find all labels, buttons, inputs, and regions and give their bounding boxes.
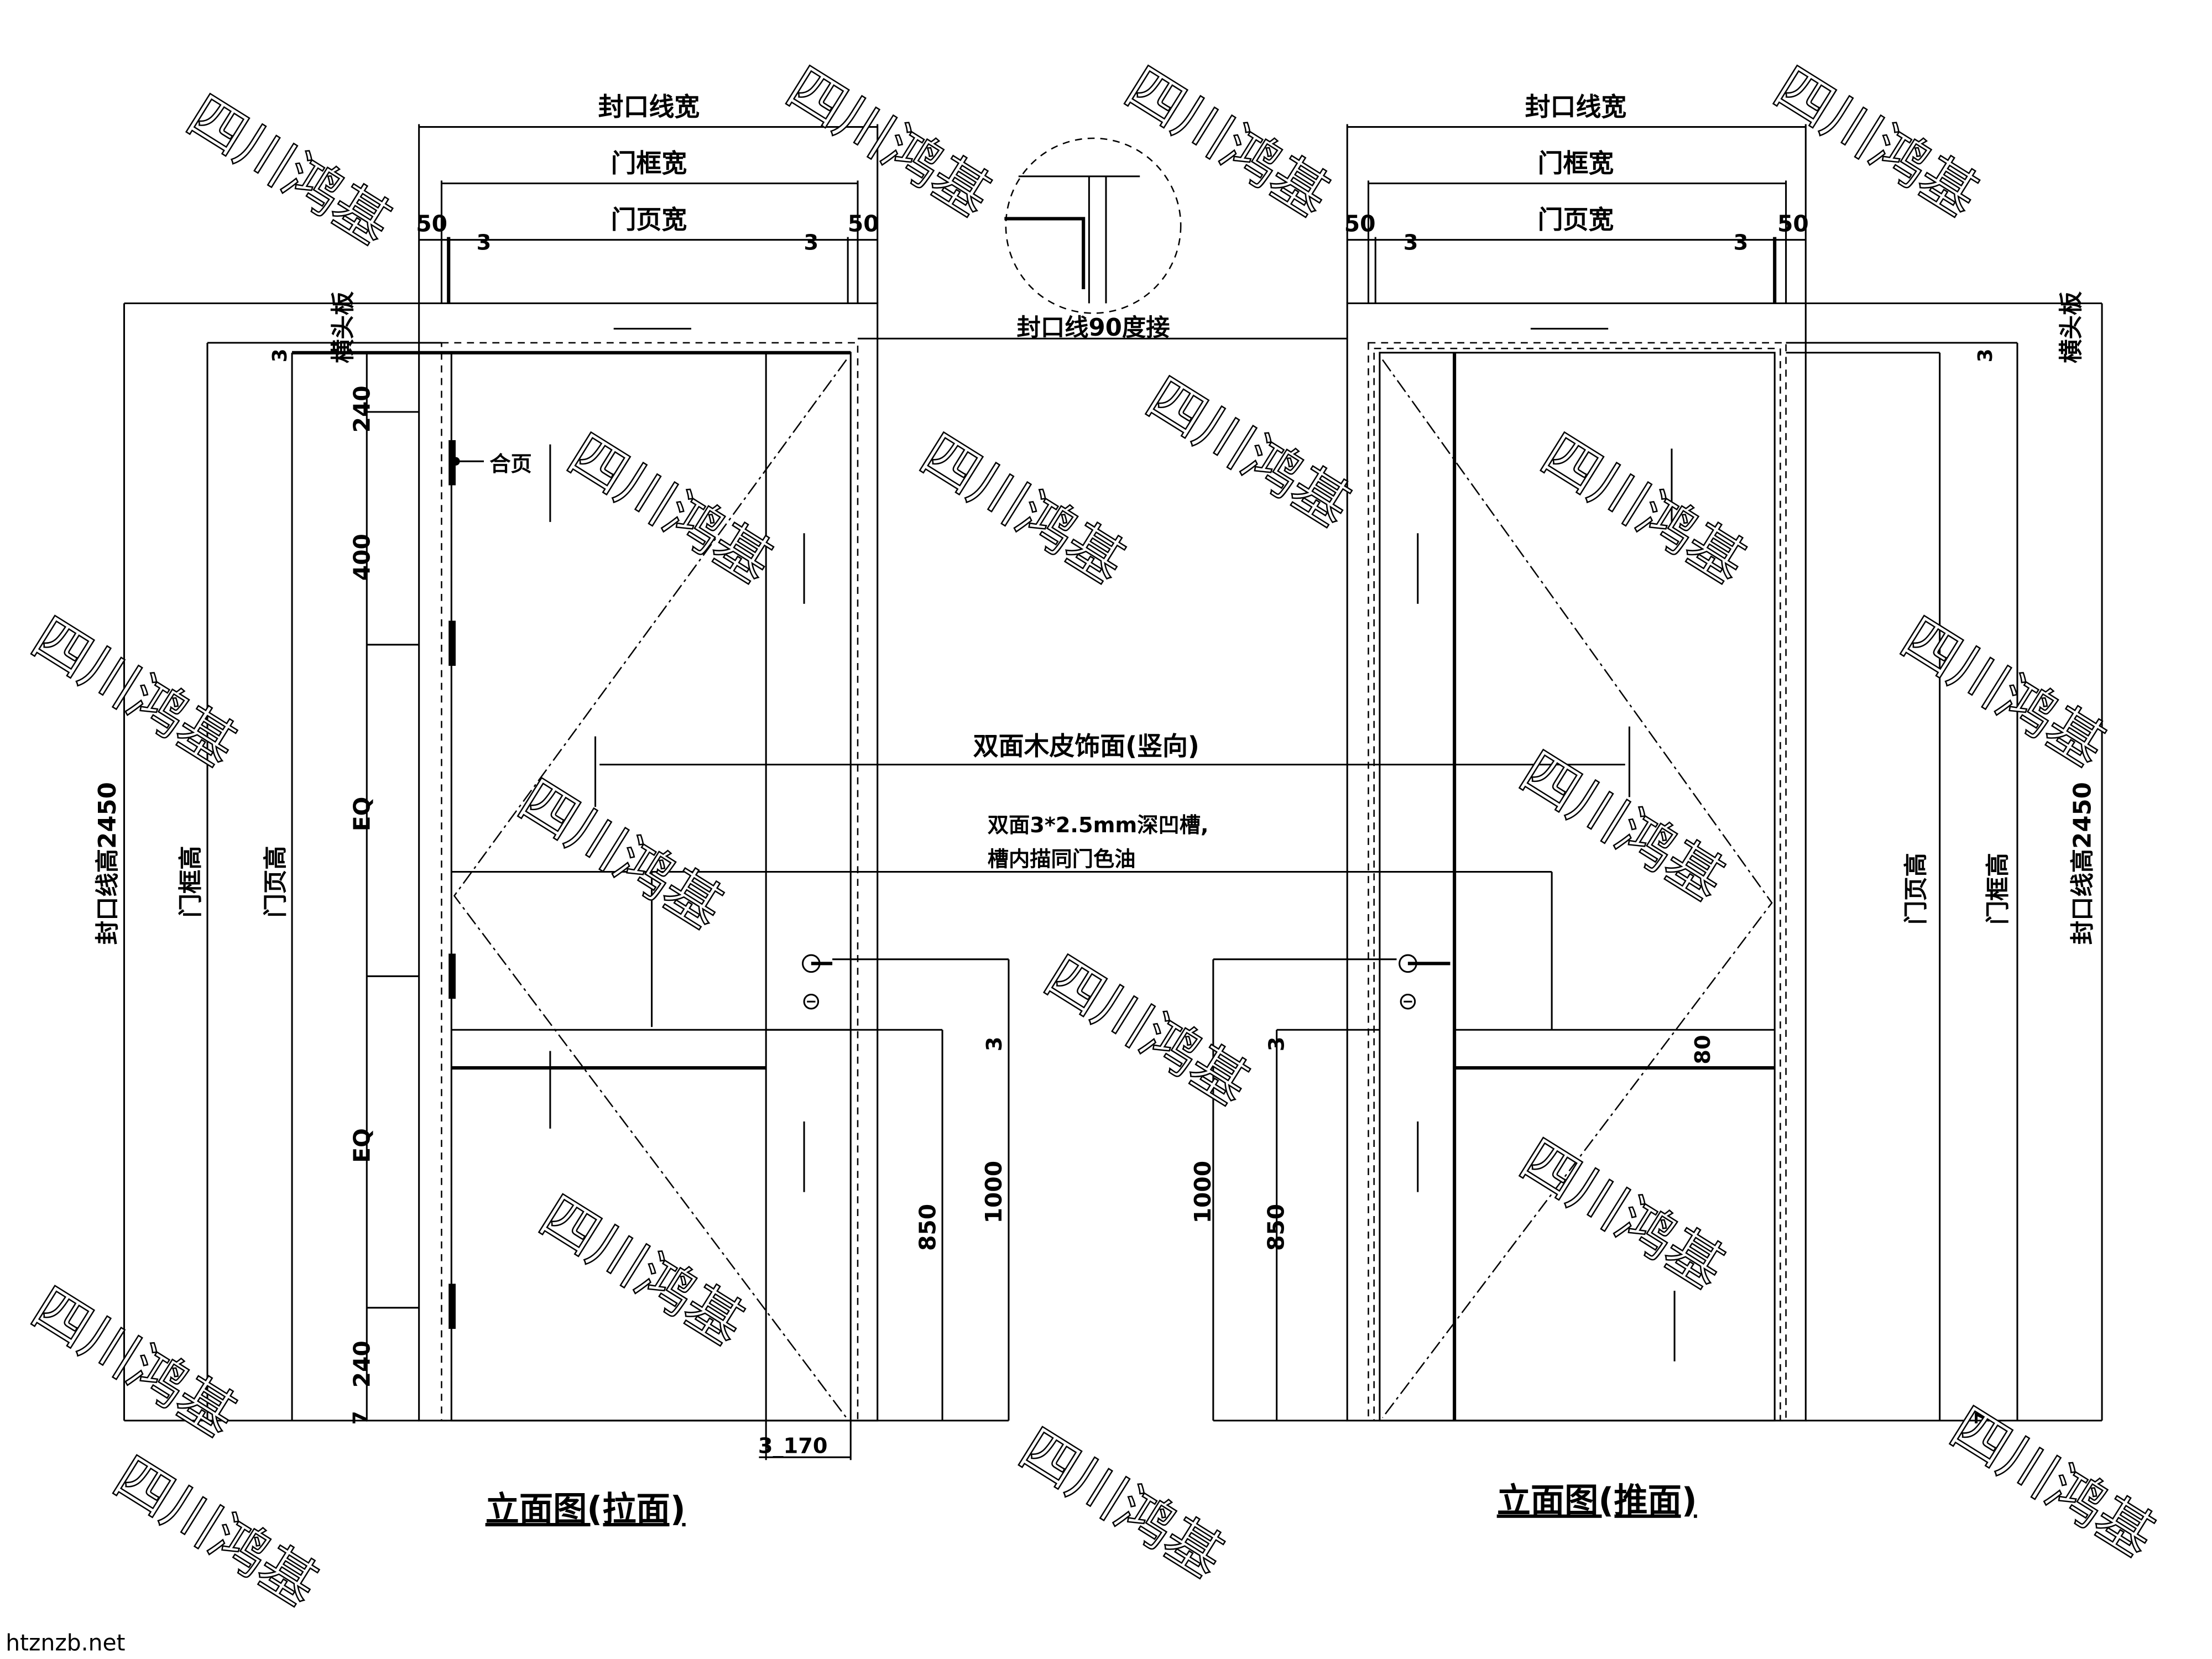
- watermark: 四川鸿基: [1763, 55, 1989, 230]
- frame-width-label: 门框宽: [611, 148, 687, 178]
- watermark: 四川鸿基: [21, 1275, 247, 1450]
- dim-label: 850: [1262, 1204, 1289, 1251]
- dim-label: 50: [1777, 210, 1809, 237]
- dim-label: 50: [1344, 210, 1376, 237]
- dim-label: 7: [349, 1411, 372, 1425]
- left-elevation: 封口线宽 门框宽 门页宽 50 50 3 3 合页 封口线高2450: [94, 92, 1010, 1529]
- watermark: 四川鸿基: [1034, 943, 1260, 1119]
- trim-width-label: 封口线宽: [1525, 92, 1627, 122]
- header-board-label: 横头板: [330, 291, 357, 363]
- dim-label: 400: [348, 534, 375, 581]
- leaf-width-label: 门页宽: [1538, 205, 1614, 234]
- trim-width-label: 封口线宽: [598, 92, 700, 122]
- watermark: 四川鸿基: [776, 55, 1002, 230]
- door-handle-icon: [1399, 954, 1451, 1010]
- dim-label: EQ: [348, 797, 375, 832]
- right-elevation: 封口线宽 门框宽 门页宽 50 50 3 3 门页高 门框高 封口线高2450 …: [1190, 92, 2103, 1521]
- leaf-height-label: 门页高: [1903, 853, 1931, 925]
- hinge-label: 合页: [489, 452, 532, 477]
- dim-label: 240: [348, 385, 375, 432]
- watermark: 四川鸿基: [529, 1183, 755, 1359]
- watermark: 四川鸿基: [1114, 55, 1340, 230]
- watermark: 四川鸿基: [1008, 1416, 1234, 1592]
- dim-label: 3: [804, 231, 819, 255]
- veneer-note: 双面木皮饰面(竖向): [973, 731, 1199, 761]
- right-elevation-title: 立面图(推面): [1497, 1481, 1697, 1521]
- hinge-icon: [448, 1284, 456, 1329]
- watermark: 四川鸿基: [557, 421, 783, 597]
- dim-label: 850: [914, 1204, 941, 1251]
- left-elevation-title: 立面图(拉面): [486, 1490, 686, 1529]
- dim-label: 3: [982, 1036, 1007, 1051]
- frame-height-label: 门框高: [1985, 853, 2012, 925]
- dim-label: 3: [1404, 231, 1418, 255]
- trim-height-label: 封口线高2450: [2069, 782, 2097, 945]
- dim-label: 3: [477, 231, 492, 255]
- watermark: 四川鸿基: [1509, 1127, 1735, 1302]
- trim-height-label: 封口线高2450: [94, 782, 122, 945]
- dim-label: 50: [416, 210, 447, 237]
- header-board-label: 横头板: [2058, 291, 2085, 363]
- dim-label: 3_170: [758, 1434, 828, 1459]
- watermark: 四川鸿基: [1135, 365, 1361, 540]
- hinge-icon: [448, 620, 456, 666]
- dim-label: 3: [1264, 1036, 1289, 1051]
- watermark: 四川鸿基: [508, 767, 734, 942]
- watermark: 四川鸿基: [1530, 421, 1756, 597]
- watermark: 四川鸿基: [1890, 605, 2116, 780]
- leaf-width-label: 门页宽: [611, 205, 687, 234]
- frame-height-label: 门框高: [178, 846, 205, 917]
- door-handle-icon: [802, 954, 833, 1010]
- site-label: htznzb.net: [6, 1630, 125, 1656]
- frame-width-label: 门框宽: [1538, 148, 1614, 178]
- watermark: 四川鸿基: [176, 83, 402, 258]
- corner-detail: 封口线90度接: [858, 137, 1348, 342]
- dim-label: 3: [1734, 231, 1749, 255]
- dim-label: 3: [269, 348, 291, 362]
- leaf-height-label: 门页高: [262, 846, 290, 917]
- dim-label: 80: [1691, 1035, 1715, 1064]
- watermark: 四川鸿基: [910, 421, 1136, 597]
- dim-label: EQ: [348, 1128, 375, 1163]
- detail-label: 封口线90度接: [1016, 314, 1170, 342]
- watermark: 四川鸿基: [103, 1444, 329, 1620]
- dim-label: 7: [1971, 1411, 1994, 1425]
- watermark: 四川鸿基: [21, 605, 247, 780]
- dim-label: 1000: [980, 1161, 1007, 1224]
- dim-label: 3: [1974, 348, 1997, 362]
- dim-label: 240: [348, 1340, 375, 1387]
- hinge-icon: [448, 953, 456, 999]
- groove-note-line2: 槽内描同门色油: [988, 847, 1136, 872]
- groove-note-line1: 双面3*2.5mm深凹槽,: [988, 813, 1209, 838]
- dim-label: 1000: [1190, 1161, 1216, 1224]
- dim-label: 50: [848, 210, 879, 237]
